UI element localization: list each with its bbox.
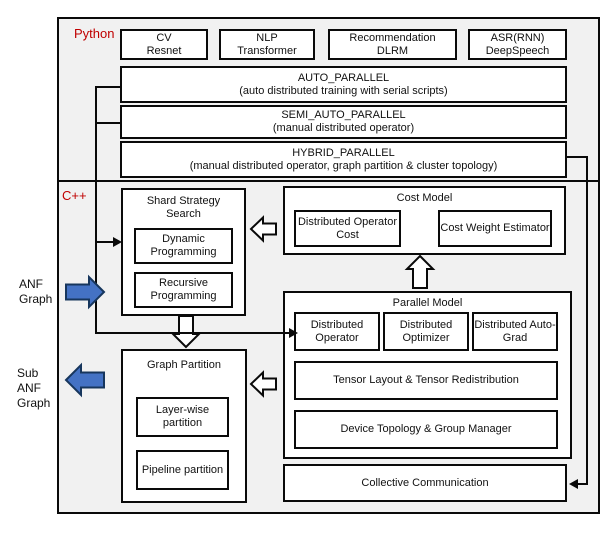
anf-graph-label-line1: ANF bbox=[19, 277, 43, 291]
python-cpp-divider bbox=[57, 180, 600, 182]
mode-box-hybrid-parallel: HYBRID_PARALLEL (manual distributed oper… bbox=[120, 141, 567, 178]
app-box-cv: CV Resnet bbox=[120, 29, 208, 60]
distributed-operator-box: Distributed Operator bbox=[294, 312, 380, 351]
tensor-layout-redistribution-box: Tensor Layout & Tensor Redistribution bbox=[294, 361, 558, 400]
mode-hybrid-subtitle: (manual distributed operator, graph part… bbox=[189, 159, 498, 172]
recursive-programming-box: Recursive Programming bbox=[134, 272, 233, 308]
mode-box-semi-auto-parallel: SEMI_AUTO_PARALLEL (manual distributed o… bbox=[120, 105, 567, 139]
mode-semi-subtitle: (manual distributed operator) bbox=[272, 122, 415, 134]
distributed-optimizer-box: Distributed Optimizer bbox=[383, 312, 469, 351]
app-box-nlp: NLP Transformer bbox=[219, 29, 315, 60]
cost-model-title: Cost Model bbox=[396, 192, 453, 204]
distributed-operator-cost-box: Distributed Operator Cost bbox=[294, 210, 401, 247]
mode-hybrid-title: HYBRID_PARALLEL bbox=[292, 146, 395, 159]
app-box-recommendation-line1: Recommendation bbox=[349, 31, 436, 44]
graph-partition-title: Graph Partition bbox=[147, 359, 221, 371]
sub-anf-graph-label: Sub ANF Graph bbox=[17, 366, 50, 411]
cost-weight-estimator-box: Cost Weight Estimator bbox=[438, 210, 552, 247]
shard-strategy-search-title: Shard Strategy Search bbox=[146, 195, 221, 220]
app-box-recommendation-line2: DLRM bbox=[376, 44, 409, 57]
mode-semi-title: SEMI_AUTO_PARALLEL bbox=[281, 109, 406, 121]
layer-wise-partition-box: Layer-wise partition bbox=[136, 397, 229, 437]
sub-anf-graph-label-line3: Graph bbox=[17, 396, 51, 410]
anf-graph-label: ANF Graph bbox=[19, 277, 52, 307]
python-section-label: Python bbox=[74, 26, 115, 41]
mode-auto-title: AUTO_PARALLEL bbox=[297, 71, 390, 84]
cpp-section-label: C++ bbox=[62, 188, 87, 203]
collective-communication-box: Collective Communication bbox=[283, 464, 567, 502]
device-topology-group-manager-box: Device Topology & Group Manager bbox=[294, 410, 558, 449]
app-box-nlp-line2: Transformer bbox=[237, 44, 297, 57]
app-box-asr: ASR(RNN) DeepSpeech bbox=[468, 29, 567, 60]
distributed-auto-grad-box: Distributed Auto-Grad bbox=[472, 312, 558, 351]
app-box-asr-line1: ASR(RNN) bbox=[490, 31, 545, 44]
anf-graph-label-line2: Graph bbox=[19, 292, 53, 306]
mode-auto-subtitle: (auto distributed training with serial s… bbox=[239, 84, 448, 97]
sub-anf-graph-label-line2: ANF bbox=[17, 381, 41, 395]
pipeline-partition-box: Pipeline partition bbox=[136, 450, 229, 490]
app-box-cv-line2: Resnet bbox=[146, 44, 182, 57]
app-box-asr-line2: DeepSpeech bbox=[485, 44, 550, 57]
app-box-nlp-line1: NLP bbox=[256, 31, 278, 44]
parallel-model-title: Parallel Model bbox=[392, 297, 463, 309]
mode-box-auto-parallel: AUTO_PARALLEL (auto distributed training… bbox=[120, 66, 567, 103]
dynamic-programming-box: Dynamic Programming bbox=[134, 228, 233, 264]
app-box-cv-line1: CV bbox=[156, 31, 172, 44]
sub-anf-graph-label-line1: Sub bbox=[17, 366, 39, 380]
app-box-recommendation: Recommendation DLRM bbox=[328, 29, 457, 60]
